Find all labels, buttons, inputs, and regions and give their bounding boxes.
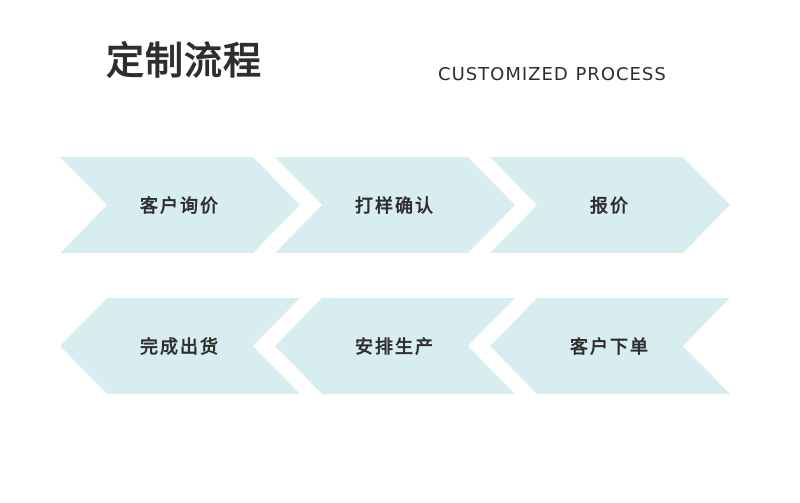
chevron-right-shape	[275, 157, 515, 253]
process-step-quotation: 报价	[490, 157, 730, 253]
chevron-left-shape	[60, 298, 300, 394]
process-step-label: 安排生产	[355, 337, 435, 358]
process-step-shipment: 完成出货	[60, 298, 300, 394]
process-step-order: 客户下单	[490, 298, 730, 394]
process-step-label: 客户询价	[140, 196, 220, 217]
process-step-inquiry: 客户询价	[60, 157, 300, 253]
page-title: 定制流程	[106, 39, 263, 83]
page-subtitle: CUSTOMIZED PROCESS	[438, 64, 667, 85]
process-step-sample-confirm: 打样确认	[275, 157, 515, 253]
process-step-label: 完成出货	[140, 337, 220, 358]
chevron-left-shape	[490, 298, 730, 394]
process-step-label: 客户下单	[570, 337, 650, 358]
chevron-right-shape	[490, 157, 730, 253]
chevron-right-shape	[60, 157, 300, 253]
process-step-production: 安排生产	[275, 298, 515, 394]
process-step-label: 报价	[590, 196, 630, 217]
chevron-left-shape	[275, 298, 515, 394]
process-step-label: 打样确认	[355, 196, 435, 217]
